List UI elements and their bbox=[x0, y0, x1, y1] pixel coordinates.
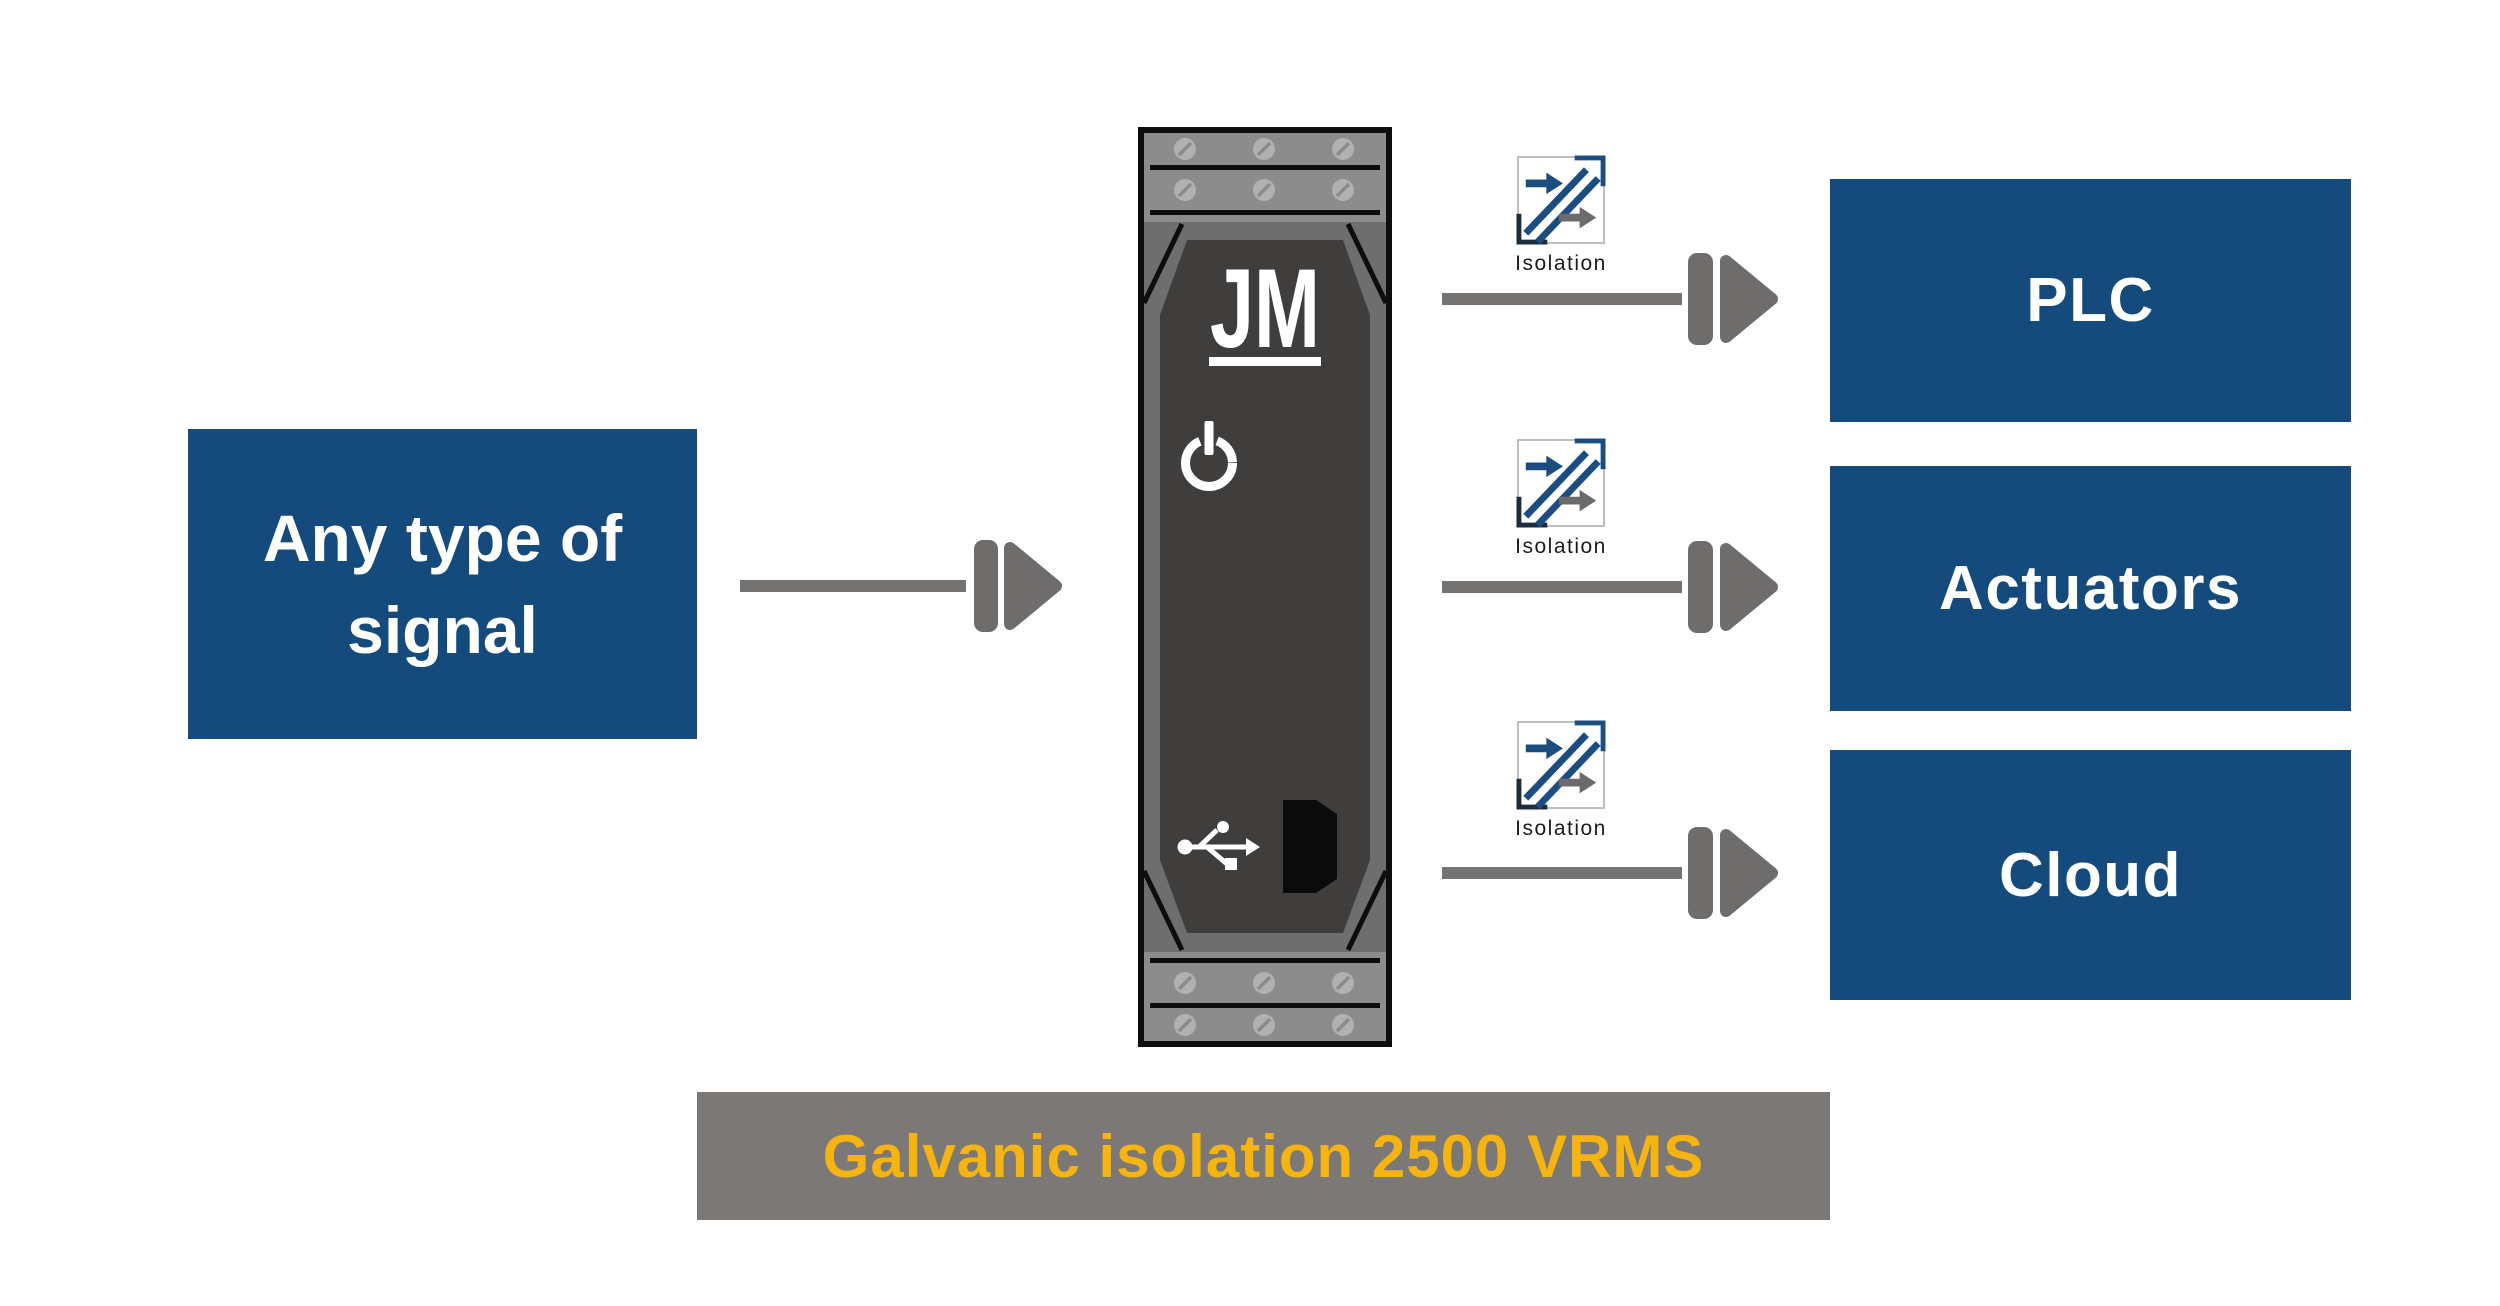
isolation-label: Isolation bbox=[1515, 252, 1607, 275]
brand-underline bbox=[1209, 357, 1321, 366]
isolation-icon bbox=[1516, 438, 1606, 528]
source-box: Any type of signal bbox=[188, 429, 697, 739]
isolation-badge-actuators: Isolation bbox=[1491, 438, 1631, 559]
device-bottom-plate bbox=[1144, 952, 1386, 1041]
target-box-plc: PLC bbox=[1830, 179, 2351, 422]
isolator-device: JM bbox=[1138, 127, 1392, 1047]
source-label: Any type of signal bbox=[262, 500, 623, 667]
isolation-icon bbox=[1516, 720, 1606, 810]
isolation-label: Isolation bbox=[1515, 535, 1607, 558]
banner-text: Galvanic isolation 2500 VRMS bbox=[822, 1122, 1705, 1190]
isolation-icon bbox=[1516, 155, 1606, 245]
power-icon bbox=[1181, 421, 1237, 491]
galvanic-isolation-banner: Galvanic isolation 2500 VRMS bbox=[697, 1092, 1830, 1220]
output-arrow-actuators-icon bbox=[1442, 541, 1778, 633]
target-box-cloud: Cloud bbox=[1830, 750, 2351, 1000]
usb-icon bbox=[1177, 821, 1260, 870]
target-label-plc: PLC bbox=[2026, 266, 2155, 335]
target-label-actuators: Actuators bbox=[1939, 554, 2242, 623]
isolation-badge-plc: Isolation bbox=[1491, 155, 1631, 276]
target-label-cloud: Cloud bbox=[1998, 840, 2183, 910]
input-arrow-icon bbox=[740, 540, 1062, 632]
output-arrow-cloud-icon bbox=[1442, 827, 1778, 919]
isolation-badge-cloud: Isolation bbox=[1491, 720, 1631, 841]
device-top-plate bbox=[1144, 133, 1386, 222]
device-brand-logo: JM bbox=[1210, 246, 1320, 371]
isolation-label: Isolation bbox=[1515, 817, 1607, 840]
usb-port bbox=[1283, 800, 1337, 893]
device-body bbox=[1141, 222, 1389, 952]
target-box-actuators: Actuators bbox=[1830, 466, 2351, 711]
output-arrow-plc-icon bbox=[1442, 253, 1778, 345]
